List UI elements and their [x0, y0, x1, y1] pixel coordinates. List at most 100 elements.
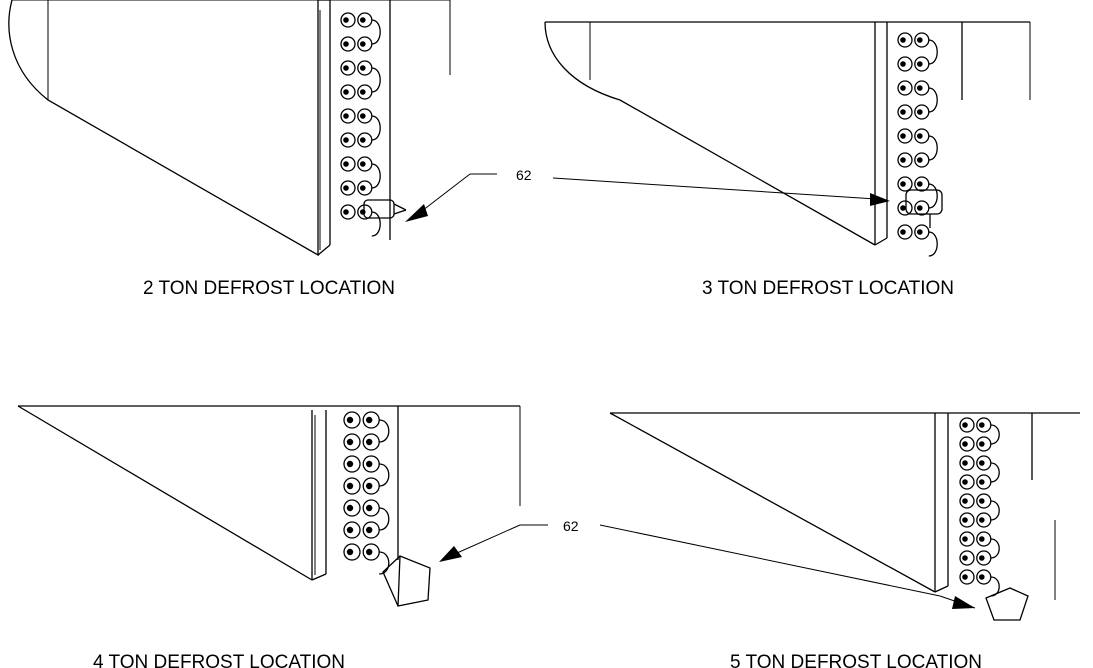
tube-bore [917, 157, 923, 163]
defrost-sensor-2-ton [363, 199, 407, 219]
return-bend [371, 163, 381, 189]
tube-bore [979, 574, 985, 580]
panel-3-ton: 3 TON DEFROST LOCATION [544, 21, 1031, 299]
tube-end [914, 104, 930, 120]
tube-bore [360, 209, 366, 215]
return-bend [990, 500, 1000, 521]
callout-62-top: 62 [405, 167, 890, 222]
return-bend [379, 551, 390, 575]
return-bend [928, 183, 938, 209]
callout-label-top: 62 [516, 167, 532, 183]
callout-62-bottom: 62 [439, 518, 976, 609]
tube-bore [360, 17, 366, 23]
tube-bore [979, 479, 985, 485]
caption-4-ton: 4 TON DEFROST LOCATION [93, 652, 345, 668]
tube-bore [360, 137, 366, 143]
tube-bore [343, 17, 349, 23]
tube-end [959, 417, 975, 433]
tube-bore [343, 89, 349, 95]
tube-end [897, 104, 913, 120]
tube-bore [962, 460, 968, 466]
tube-bore [346, 526, 354, 534]
tube-bore [900, 181, 906, 187]
return-bend [928, 231, 938, 257]
coil-cabinet-4-ton [17, 405, 521, 581]
tube-bore [360, 113, 366, 119]
return-bend [928, 87, 938, 113]
tube-end [914, 200, 930, 216]
tube-end [897, 56, 913, 72]
tube-end [340, 36, 356, 52]
return-bend [990, 538, 1000, 559]
tube-end [362, 521, 380, 539]
return-bend [990, 424, 1000, 445]
tube-bore [346, 438, 354, 446]
tube-bore [979, 460, 985, 466]
tube-end [959, 531, 975, 547]
tube-end [343, 477, 361, 495]
tube-bore [900, 85, 906, 91]
return-bend [379, 507, 390, 531]
tube-end [343, 499, 361, 517]
tube-end [897, 32, 913, 48]
tube-bore [979, 441, 985, 447]
tube-end [959, 436, 975, 452]
tube-end [343, 455, 361, 473]
tube-end [340, 60, 356, 76]
tube-bore [900, 205, 906, 211]
tube-bore [343, 65, 349, 71]
tube-end [914, 152, 930, 168]
tube-bore [366, 416, 373, 424]
tube-bore [900, 37, 906, 43]
tube-end [343, 521, 361, 539]
coil-tubes-3-ton [897, 32, 938, 257]
tube-end [976, 512, 992, 528]
tube-bore [346, 548, 354, 556]
tube-bore [917, 229, 923, 235]
tube-end [897, 152, 913, 168]
return-bend [371, 115, 381, 141]
panel-5-ton: 5 TON DEFROST LOCATION [609, 412, 1080, 668]
tube-bore [979, 555, 985, 561]
return-bend [990, 462, 1000, 483]
tube-bore [343, 161, 349, 167]
tube-end [976, 474, 992, 490]
tube-end [340, 180, 356, 196]
tube-bore [360, 41, 366, 47]
tube-bore [360, 161, 366, 167]
tube-end [959, 455, 975, 471]
return-bend [379, 463, 390, 487]
tube-bore [366, 438, 373, 446]
defrost-sensor-4-ton [382, 555, 431, 607]
callout-label-bottom: 62 [563, 518, 579, 534]
tube-end [897, 176, 913, 192]
tube-bore [346, 460, 354, 468]
defrost-sensor-5-ton [985, 587, 1029, 621]
tube-end [343, 433, 361, 451]
tube-bore [962, 536, 968, 542]
panel-4-ton: 4 TON DEFROST LOCATION [17, 405, 521, 668]
tube-bore [917, 109, 923, 115]
tube-bore [360, 89, 366, 95]
tube-bore [962, 574, 968, 580]
tube-end [340, 132, 356, 148]
tube-bore [962, 422, 968, 428]
caption-2-ton: 2 TON DEFROST LOCATION [143, 278, 395, 299]
tube-end [357, 180, 373, 196]
tube-bore [962, 517, 968, 523]
tube-bore [366, 482, 373, 490]
tube-bore [979, 536, 985, 542]
return-bend [928, 39, 938, 65]
tube-bore [962, 479, 968, 485]
callout-arrowhead [870, 193, 890, 206]
return-bend [928, 135, 938, 161]
tube-bore [900, 109, 906, 115]
return-bend [379, 419, 390, 443]
tube-end [340, 204, 356, 220]
tube-bore [979, 422, 985, 428]
tube-bore [917, 37, 923, 43]
tube-end [340, 108, 356, 124]
tube-bore [979, 498, 985, 504]
caption-3-ton: 3 TON DEFROST LOCATION [702, 278, 954, 299]
